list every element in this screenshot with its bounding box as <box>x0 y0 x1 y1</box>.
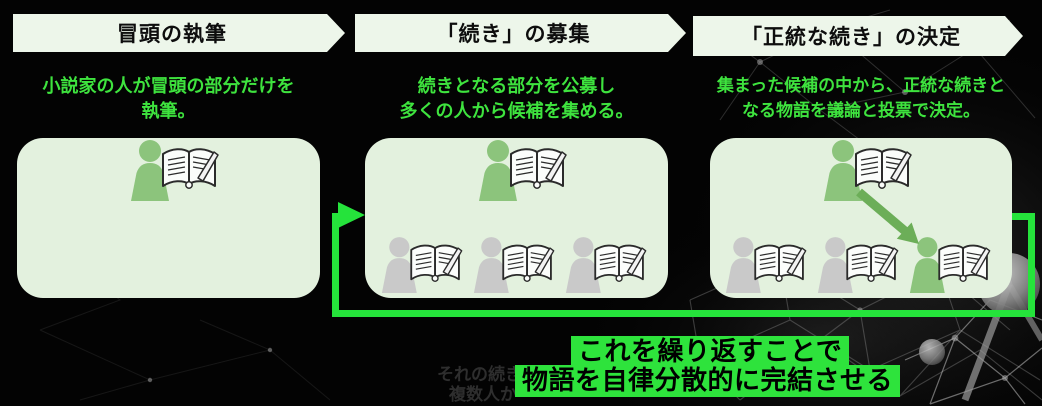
step-banner-recruiting: 「続き」の募集 <box>355 14 686 52</box>
step-banner-writing: 冒頭の執筆 <box>13 14 345 52</box>
open-book-with-pen-icon <box>855 148 912 189</box>
person-silhouette-icon <box>909 237 945 293</box>
step-banner-label: 「続き」の募集 <box>436 22 591 46</box>
summary-caption-line1: これを繰り返すことで <box>571 336 850 368</box>
step-description-writing: 小説家の人が冒頭の部分だけを 執筆。 <box>17 74 320 124</box>
person-with-book-figure <box>473 237 554 293</box>
loop-back-arrow-segment <box>332 213 339 315</box>
person-silhouette-icon <box>479 140 517 201</box>
loop-back-arrow-segment <box>1028 213 1035 317</box>
author-figure-row <box>823 140 919 202</box>
loop-back-arrow-segment <box>1008 213 1035 220</box>
person-with-book-figure <box>817 237 899 293</box>
person-silhouette-icon <box>381 237 417 293</box>
stage-box-writing <box>17 138 320 298</box>
person-silhouette-icon <box>473 237 509 293</box>
description-line: 執筆。 <box>141 101 196 122</box>
background-subtitle-text: 複数人か <box>449 385 517 405</box>
loop-back-arrow-segment <box>332 310 1035 317</box>
open-book-with-pen-icon <box>162 148 219 189</box>
person-silhouette-icon <box>725 237 761 293</box>
person-silhouette-icon <box>131 140 169 201</box>
open-book-with-pen-icon <box>846 244 899 282</box>
author-figure-row <box>478 140 574 202</box>
person-silhouette-icon <box>824 140 862 201</box>
selection-arrow <box>856 188 919 244</box>
open-book-with-pen-icon <box>409 244 462 282</box>
summary-caption-line2: 物語を自律分散的に完結させる <box>515 365 901 397</box>
step-banner-label: 冒頭の執筆 <box>117 22 227 46</box>
step-banner-label: 「正統な続き」の決定 <box>741 25 961 49</box>
background-subtitle-text: それの続き <box>437 365 522 385</box>
person-with-book-figure <box>824 140 912 201</box>
description-line: 続きとなる部分を公募し <box>417 76 616 97</box>
person-with-book-figure <box>909 237 991 293</box>
step-banner-decision: 「正統な続き」の決定 <box>693 16 1023 56</box>
candidates-figure-row <box>710 237 1012 294</box>
loop-back-arrowhead-icon <box>338 202 365 228</box>
person-with-book-figure <box>725 237 807 293</box>
person-with-book-figure <box>565 237 646 293</box>
open-book-with-pen-icon <box>593 244 646 282</box>
step-description-decision: 集まった候補の中から、正統な続きと なる物語を議論と投票で決定。 <box>698 74 1024 124</box>
description-line: 多くの人から候補を集める。 <box>399 101 634 122</box>
person-silhouette-icon <box>817 237 853 293</box>
stage-box-recruiting <box>365 138 668 298</box>
open-book-with-pen-icon <box>510 148 567 189</box>
description-line: なる物語を議論と投票で決定。 <box>742 101 980 121</box>
person-with-book-figure <box>131 140 219 201</box>
stage-box-decision <box>710 138 1012 298</box>
author-figure-row <box>130 140 226 202</box>
person-with-book-figure <box>381 237 462 293</box>
description-line: 集まった候補の中から、正統な続きと <box>716 76 1006 96</box>
candidates-figure-row <box>365 237 668 294</box>
open-book-with-pen-icon <box>938 244 991 282</box>
person-with-book-figure <box>479 140 567 201</box>
person-silhouette-icon <box>565 237 601 293</box>
open-book-with-pen-icon <box>501 244 554 282</box>
step-description-recruiting: 続きとなる部分を公募し 多くの人から候補を集める。 <box>365 74 668 124</box>
open-book-with-pen-icon <box>754 244 807 282</box>
description-line: 小説家の人が冒頭の部分だけを <box>42 76 295 97</box>
